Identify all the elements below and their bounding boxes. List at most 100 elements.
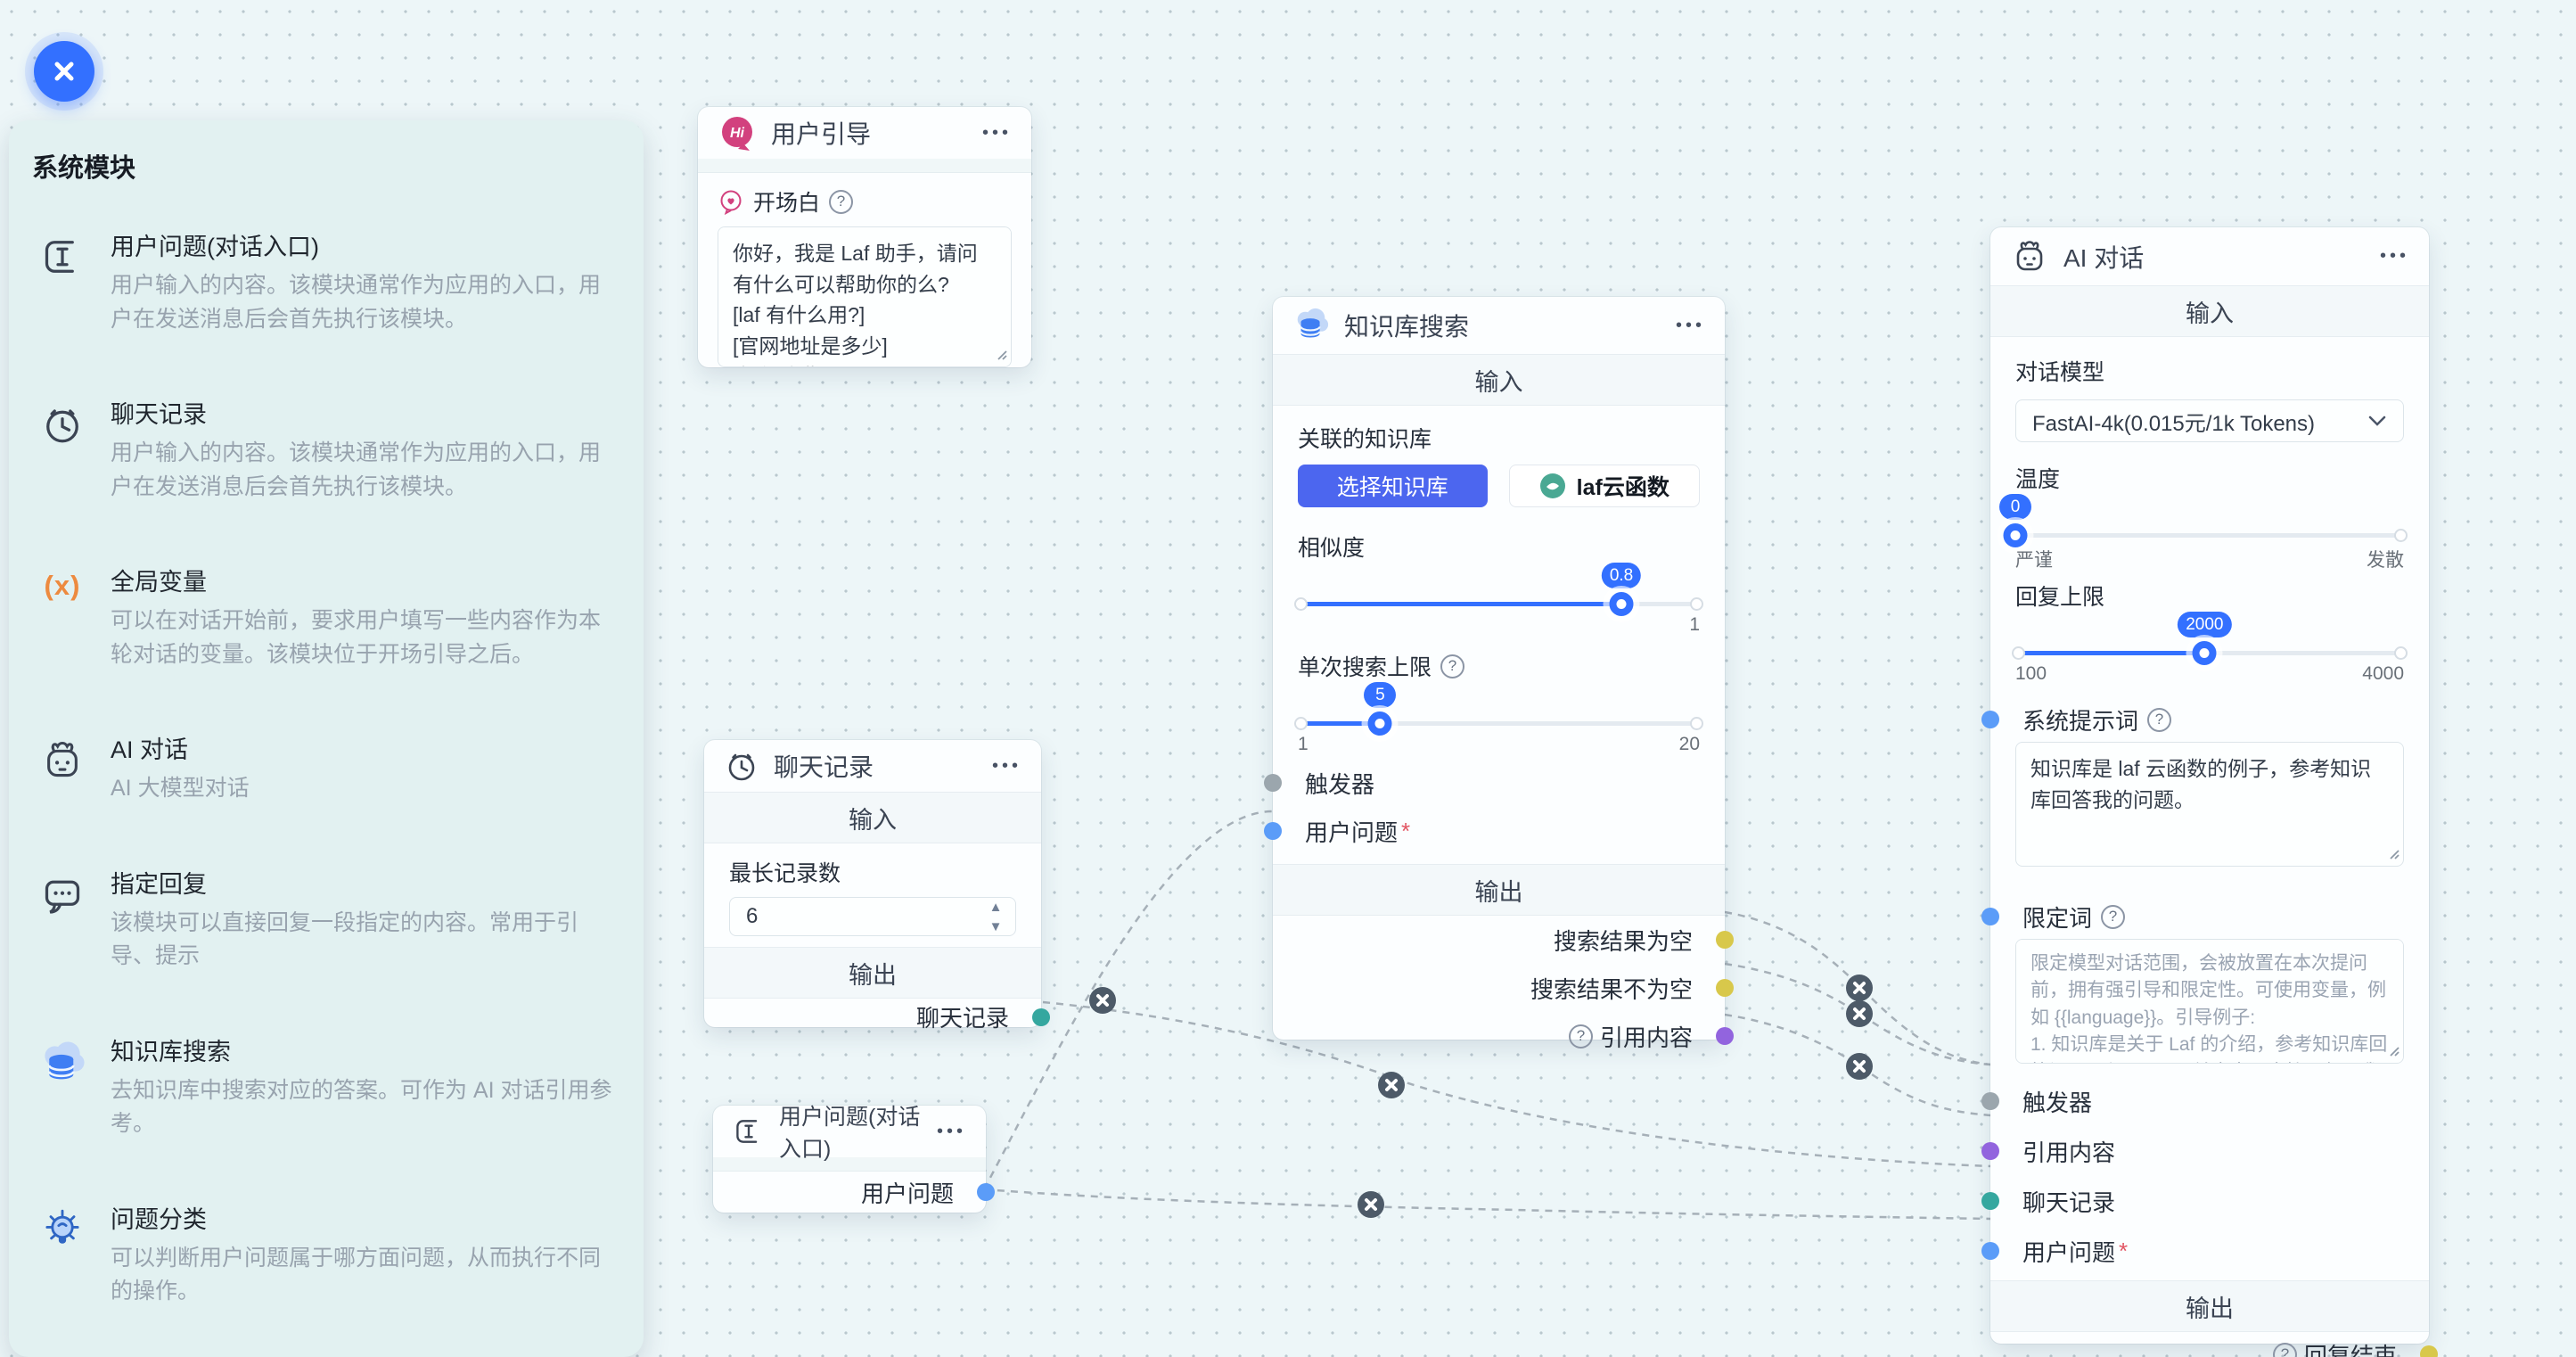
connection-handle-question[interactable] <box>977 1183 995 1201</box>
field-label: 开场白 <box>753 191 821 216</box>
resize-handle-icon[interactable] <box>995 348 1007 365</box>
output-row-finish: ? 回复结束 <box>1990 1332 2438 1357</box>
system-prompt-input[interactable]: 知识库是 laf 云函数的例子，参考知识库回答我的问题。 <box>2015 742 2404 867</box>
connection-handle-quote[interactable] <box>1716 1027 1734 1045</box>
max-records-input[interactable]: 6 ▲ ▼ <box>729 897 1016 936</box>
temperature-slider[interactable]: 0 严谨 发散 <box>1999 494 2408 571</box>
similarity-label: 相似度 <box>1298 536 1366 561</box>
node-menu-button[interactable]: ••• <box>1675 315 1705 335</box>
module-title: 指定回复 <box>111 870 207 898</box>
edge-chathistory-to-ai <box>1042 1000 1991 1168</box>
help-icon[interactable]: ? <box>2101 904 2126 929</box>
connection-handle-limit-prompt[interactable] <box>1981 908 1999 925</box>
connection-handle-history[interactable] <box>1032 1007 1050 1026</box>
resize-handle-icon[interactable] <box>2387 1044 2400 1061</box>
stepper-down-icon[interactable]: ▼ <box>976 917 1015 935</box>
node-ai-chat[interactable]: AI 对话 ••• 输入 对话模型 FastAI-4k(0.015元/1k To… <box>1981 227 2438 1357</box>
output-section-header: 输出 <box>1990 1280 2429 1332</box>
slider-max: 1 <box>1689 614 1700 635</box>
slider-thumb[interactable] <box>2192 641 2217 665</box>
edge-delete-button[interactable] <box>1089 987 1116 1014</box>
edge-delete-button[interactable] <box>1846 1053 1873 1080</box>
edge-delete-button[interactable] <box>1378 1072 1405 1098</box>
node-title: 用户问题(对话入口) <box>779 1105 921 1162</box>
input-row-quote: 引用内容 <box>1981 1132 2429 1170</box>
node-header[interactable]: 用户问题(对话入口) ••• <box>713 1105 986 1162</box>
node-kb-search[interactable]: 知识库搜索 ••• 输入 关联的知识库 选择知识库 laf云函数 相似度 0.8 <box>1264 297 1734 1051</box>
node-header[interactable]: AI 对话 ••• <box>1990 227 2429 285</box>
connection-handle-trigger[interactable] <box>1981 1092 1999 1110</box>
connection-handle-finish[interactable] <box>2420 1345 2438 1357</box>
node-menu-button[interactable]: ••• <box>936 1121 966 1141</box>
select-kb-button[interactable]: 选择知识库 <box>1298 465 1488 507</box>
help-icon[interactable]: ? <box>1440 654 1465 678</box>
node-title: AI 对话 <box>2063 243 2145 272</box>
sidebar-item-global-variable[interactable]: (x) 全局变量 可以在对话开始前，要求用户填写一些内容作为本轮对话的变量。该模… <box>9 563 644 671</box>
welcome-text-input[interactable]: 你好，我是 Laf 助手，请问有什么可以帮助你的么? [laf 有什么用?] [… <box>718 226 1012 367</box>
connection-handle-not-empty[interactable] <box>1716 979 1734 997</box>
limit-prompt-input[interactable] <box>2015 939 2404 1064</box>
connection-handle-history[interactable] <box>1981 1192 1999 1210</box>
chevron-down-icon <box>2368 415 2386 426</box>
sidebar-item-ai-chat[interactable]: AI 对话 AI 大模型对话 <box>9 730 644 806</box>
node-menu-button[interactable]: ••• <box>2379 246 2409 266</box>
edge-delete-button[interactable] <box>1846 1000 1873 1027</box>
help-icon[interactable]: ? <box>829 189 854 214</box>
output-row-empty: 搜索结果为空 <box>1273 916 1734 964</box>
node-header[interactable]: Hi 用户引导 ••• <box>698 107 1031 159</box>
sidebar-item-chat-history[interactable]: 聊天记录 用户输入的内容。该模块通常作为应用的入口，用户在发送消息后会首先执行该… <box>9 395 644 504</box>
node-header[interactable]: 聊天记录 ••• <box>704 740 1041 792</box>
resize-handle-icon[interactable] <box>2387 847 2400 864</box>
slider-thumb[interactable] <box>1609 592 1634 616</box>
help-icon[interactable]: ? <box>2147 707 2172 732</box>
node-title: 聊天记录 <box>774 753 874 781</box>
input-row-trigger: 触发器 <box>1981 1082 2429 1120</box>
edge-delete-button[interactable] <box>1358 1191 1384 1218</box>
connection-handle-question[interactable] <box>1264 822 1282 840</box>
node-user-guide[interactable]: Hi 用户引导 ••• 开场白 ? 你好，我是 Laf 助手，请问有什么可以帮助… <box>698 107 1031 367</box>
slider-value-badge: 0 <box>1999 494 2031 520</box>
dataset-label: 关联的知识库 <box>1298 427 1432 452</box>
node-menu-button[interactable]: ••• <box>991 755 1021 776</box>
model-label: 对话模型 <box>2015 360 2105 385</box>
module-desc: AI 大模型对话 <box>111 776 250 801</box>
module-desc: 可以判断用户问题属于哪方面问题，从而执行不同的操作。 <box>111 1245 602 1304</box>
node-menu-button[interactable]: ••• <box>981 122 1012 143</box>
connection-handle-quote[interactable] <box>1981 1142 1999 1160</box>
connection-handle-empty[interactable] <box>1716 931 1734 949</box>
sidebar-item-kb-search[interactable]: 知识库搜索 去知识库中搜索对应的答案。可作为 AI 对话引用参考。 <box>9 1032 644 1141</box>
slider-thumb[interactable] <box>2003 523 2028 547</box>
module-list: 用户问题(对话入口) 用户输入的内容。该模块通常作为应用的入口，用户在发送消息后… <box>9 227 644 1309</box>
required-mark: * <box>1401 817 1411 844</box>
edge-delete-button[interactable] <box>1846 975 1873 1001</box>
sidebar-item-question-classify[interactable]: 问题分类 可以判断用户问题属于哪方面问题，从而执行不同的操作。 <box>9 1200 644 1309</box>
slider-thumb[interactable] <box>1367 711 1392 736</box>
node-user-question[interactable]: 用户问题(对话入口) ••• 用户问题 <box>713 1105 995 1213</box>
similarity-slider[interactable]: 0.8 1 <box>1294 563 1703 636</box>
sidebar-title: 系统模块 <box>32 154 136 183</box>
input-row-trigger: 触发器 <box>1264 764 1725 802</box>
output-row-quote: ? 引用内容 <box>1273 1012 1734 1060</box>
node-title: 知识库搜索 <box>1344 313 1470 341</box>
temperature-label: 温度 <box>2015 467 2061 492</box>
connection-handle-system-prompt[interactable] <box>1981 711 1999 728</box>
connection-handle-question[interactable] <box>1981 1242 1999 1260</box>
close-sidebar-button[interactable] <box>34 41 94 102</box>
reply-limit-slider[interactable]: 2000 100 4000 <box>2012 612 2408 685</box>
help-icon[interactable]: ? <box>2272 1342 2297 1357</box>
help-icon[interactable]: ? <box>1568 1024 1593 1049</box>
input-row-system-prompt: 系统提示词 ? <box>1981 706 2429 735</box>
node-chat-history[interactable]: 聊天记录 ••• 输入 最长记录数 6 ▲ ▼ 输出 聊天记录 <box>704 740 1050 1032</box>
slider-value-badge: 2000 <box>2178 612 2232 637</box>
slider-max: 20 <box>1678 734 1700 754</box>
stepper-up-icon[interactable]: ▲ <box>976 898 1015 917</box>
node-header[interactable]: 知识库搜索 ••• <box>1273 297 1725 354</box>
sidebar-item-user-question[interactable]: 用户问题(对话入口) 用户输入的内容。该模块通常作为应用的入口，用户在发送消息后… <box>9 227 644 336</box>
dataset-tag[interactable]: laf云函数 <box>1508 465 1700 507</box>
sidebar-item-fixed-reply[interactable]: 指定回复 该模块可以直接回复一段指定的内容。常用于引导、提示 <box>9 865 644 974</box>
model-select[interactable]: FastAI-4k(0.015元/1k Tokens) <box>2015 399 2404 442</box>
connection-handle-trigger[interactable] <box>1264 774 1282 792</box>
search-limit-slider[interactable]: 5 1 20 <box>1294 682 1703 755</box>
